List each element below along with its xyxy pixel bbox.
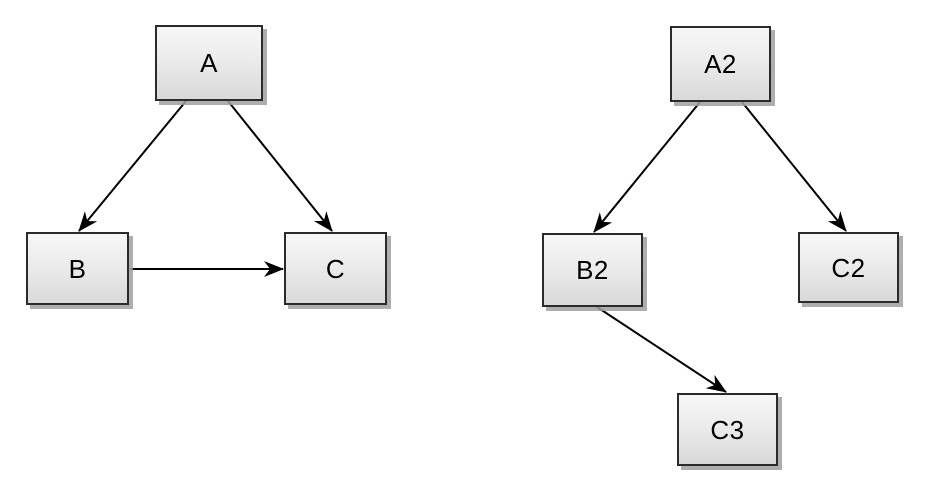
node-label-c3: C3 — [710, 414, 745, 445]
node-label-b: B — [68, 253, 87, 284]
node-a[interactable]: A — [155, 25, 263, 101]
edge-a2-to-b2 — [593, 101, 701, 233]
edge-a-to-c — [227, 100, 333, 232]
node-label-b2: B2 — [576, 255, 609, 285]
node-label-c: C — [325, 253, 346, 284]
node-c[interactable]: C — [284, 232, 387, 305]
node-label-c2: C2 — [831, 252, 866, 283]
node-c3[interactable]: C3 — [677, 393, 778, 466]
edge-a-to-b — [78, 100, 187, 232]
node-b[interactable]: B — [26, 232, 129, 305]
node-label-a: A — [200, 48, 218, 78]
node-a2[interactable]: A2 — [670, 26, 771, 102]
edge-b2-to-c3 — [596, 306, 727, 393]
edge-a2-to-c2 — [741, 101, 847, 232]
node-c2[interactable]: C2 — [798, 232, 899, 303]
edges-group — [78, 100, 847, 393]
node-b2[interactable]: B2 — [542, 233, 643, 307]
node-label-a2: A2 — [704, 49, 737, 79]
